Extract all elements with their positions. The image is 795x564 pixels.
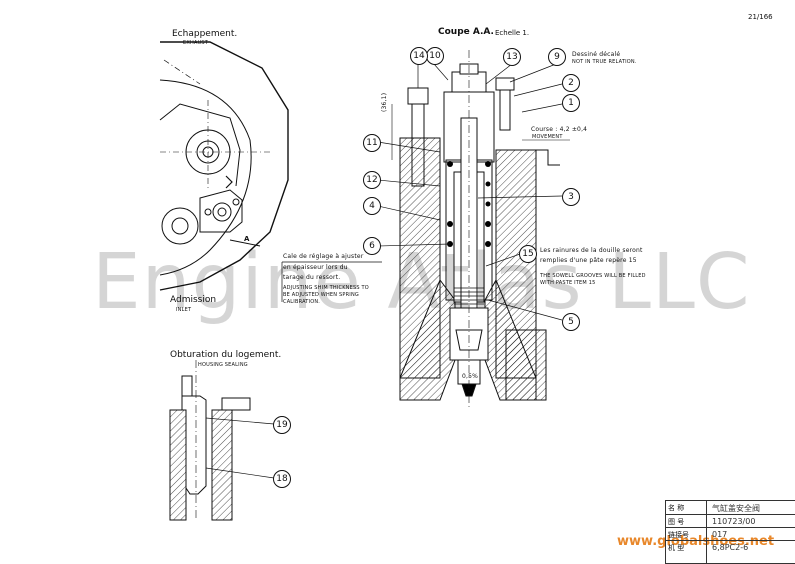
balloon-10: 10	[426, 47, 444, 65]
balloon-6: 6	[363, 237, 381, 255]
note-grooves-fr-1: Les rainures de la douille seront	[540, 247, 643, 254]
dimension-slope: 0,5%	[462, 373, 479, 380]
title-block-row: 链接号 017	[666, 527, 795, 540]
note-not-true-en: NOT IN TRUE RELATION.	[572, 59, 637, 65]
balloon-18: 18	[273, 470, 291, 488]
scale-label: Echelle 1.	[495, 29, 530, 37]
title-block-label: 机 型	[668, 544, 685, 552]
title-block-value: 气缸盖安全阀	[712, 504, 760, 513]
title-block-row: 图 号 110723/00	[666, 514, 795, 527]
balloon-2: 2	[562, 74, 580, 92]
title-block-value: 017	[712, 530, 728, 539]
website-watermark: www.globalshoes.net	[617, 534, 775, 549]
title-block-divider	[706, 501, 707, 563]
note-not-true-fr: Dessiné décalé	[572, 51, 621, 58]
title-block-label: 图 号	[668, 518, 685, 526]
note-shim-en-1: ADJUSTING SHIM THICKNESS TO	[283, 285, 369, 291]
balloon-5: 5	[562, 313, 580, 331]
balloon-14: 14	[410, 47, 428, 65]
balloon-9: 9	[548, 48, 566, 66]
note-grooves-fr-2: remplies d'une pâte repère 15	[540, 257, 637, 264]
exhaust-subtitle: EXHAUST	[183, 40, 209, 46]
balloon-13: 13	[503, 48, 521, 66]
dimension-36-1: (36,1)	[381, 92, 388, 112]
title-block-label: 链接号	[668, 531, 689, 539]
note-grooves-en-2: WITH PASTE ITEM 15	[540, 280, 596, 286]
balloon-3: 3	[562, 188, 580, 206]
watermark: Engine Atlas LLC	[92, 238, 751, 327]
note-grooves-en-1: THE SOWELL GROOVES WILL BE FILLED	[540, 273, 646, 279]
balloon-19: 19	[273, 416, 291, 434]
balloon-15: 15	[519, 245, 537, 263]
note-shim-en-3: CALIBRATION.	[283, 299, 321, 305]
title-block-row: 机 型 6,8PC2-6	[666, 540, 795, 553]
title-block-label: 名 称	[668, 504, 685, 512]
balloon-11: 11	[363, 134, 381, 152]
note-shim-fr-2: en épaisseur lors du	[283, 264, 348, 271]
title-block-row: 名 称 气缸盖安全阀	[666, 501, 795, 513]
exhaust-title: Echappement.	[172, 29, 238, 39]
section-marker-a: A	[244, 235, 250, 243]
title-block: 名 称 气缸盖安全阀 图 号 110723/00 链接号 017 机 型 6,8…	[665, 500, 795, 564]
note-course-en: MOVEMENT	[532, 134, 563, 140]
balloon-12: 12	[363, 171, 381, 189]
note-shim-fr-3: tarage du ressort.	[283, 274, 341, 281]
note-course-fr: Course : 4,2 ±0,4	[531, 126, 588, 133]
note-shim-fr-1: Cale de réglage à ajuster	[283, 253, 364, 260]
page-number: 21/166	[748, 13, 773, 21]
section-title: Coupe A.A.	[438, 27, 494, 37]
balloon-1: 1	[562, 94, 580, 112]
housing-subtitle: HOUSING SEALING	[198, 362, 248, 368]
housing-title: Obturation du logement.	[170, 350, 282, 360]
balloon-4: 4	[363, 197, 381, 215]
inlet-title: Admission	[170, 295, 217, 305]
title-block-value: 110723/00	[712, 517, 756, 526]
inlet-subtitle: INLET	[176, 307, 192, 313]
note-shim-en-2: BE ADJUSTED WHEN SPRING	[283, 292, 359, 298]
title-block-value: 6,8PC2-6	[712, 543, 749, 552]
